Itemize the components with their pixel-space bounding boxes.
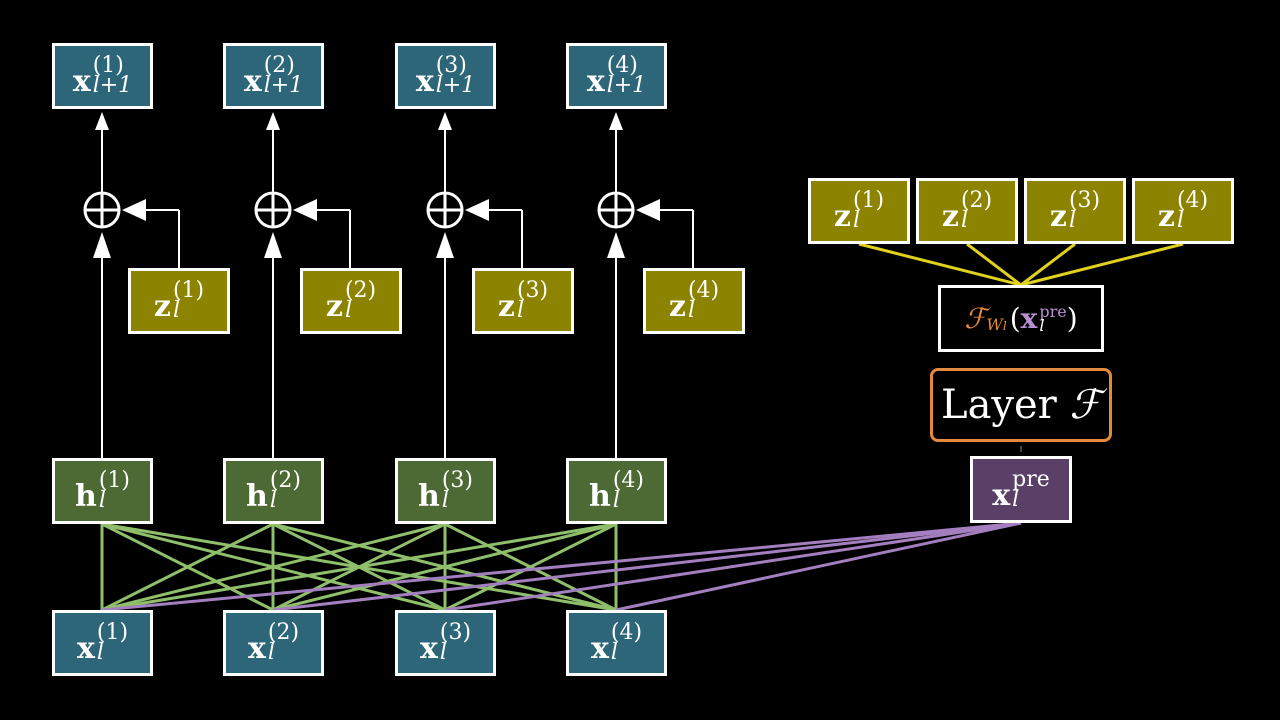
arrowhead-left-2 xyxy=(293,199,317,221)
x-in-node-3: x(3)l xyxy=(395,610,496,676)
z-side-node-3: z(3)l xyxy=(472,268,574,334)
residual-arrows xyxy=(83,112,694,458)
h-node-3: h(3)l xyxy=(395,458,496,524)
x-in-node-1: x(1)l xyxy=(52,610,153,676)
arrowhead-left-4 xyxy=(636,199,660,221)
x-out-node-3: x(3)l+1 xyxy=(395,43,496,109)
x-in-node-4: x(4)l xyxy=(566,610,667,676)
x-out-node-4: x(4)l+1 xyxy=(566,43,667,109)
arrowhead-left-1 xyxy=(122,199,146,221)
z-top-node-1: z(1)l xyxy=(808,178,910,244)
arrowhead-out-4 xyxy=(609,112,623,130)
edge-f-z1 xyxy=(858,242,1022,287)
function-to-z-edges xyxy=(858,242,1184,452)
edge-h3-x1 xyxy=(101,522,446,612)
symbol: x xyxy=(415,64,434,99)
h-node-1: h(1)l xyxy=(52,458,153,524)
layer-box: Layer ℱ xyxy=(930,368,1112,442)
h-to-x-edges xyxy=(100,522,618,612)
z-top-node-2: z(2)l xyxy=(916,178,1018,244)
z-side-node-2: z(2)l xyxy=(300,268,402,334)
arrowhead-out-2 xyxy=(266,112,280,130)
edge-xpre-x3 xyxy=(444,521,1022,612)
edge-f-z2 xyxy=(966,242,1022,287)
x-out-node-2: x(2)l+1 xyxy=(223,43,324,109)
edge-xpre-x1 xyxy=(101,521,1022,612)
arrowhead-out-1 xyxy=(95,112,109,130)
h-node-4: h(4)l xyxy=(566,458,667,524)
arrowhead-out-3 xyxy=(438,112,452,130)
edge-xpre-x2 xyxy=(272,521,1022,612)
edge-h4-x2 xyxy=(272,522,617,612)
arrowhead-up-3 xyxy=(436,232,454,258)
arrowhead-up-4 xyxy=(607,232,625,258)
x-out-node-1: x(1)l+1 xyxy=(52,43,153,109)
edge-f-z4 xyxy=(1020,242,1184,287)
z-side-node-4: z(4)l xyxy=(643,268,745,334)
h-node-2: h(2)l xyxy=(223,458,324,524)
z-top-node-4: z(4)l xyxy=(1132,178,1234,244)
z-side-node-1: z(1)l xyxy=(128,268,230,334)
edge-xpre-x4 xyxy=(615,521,1022,612)
symbol: x xyxy=(243,64,262,99)
arrowhead-up-2 xyxy=(264,232,282,258)
edge-h2-x1 xyxy=(101,522,274,612)
edge-h4-x3 xyxy=(444,522,617,612)
edge-h4-x1 xyxy=(101,522,617,612)
xpre-to-x-edges xyxy=(101,521,1022,612)
symbol: x xyxy=(72,64,91,99)
arrowhead-up-1 xyxy=(93,232,111,258)
z-top-node-3: z(3)l xyxy=(1024,178,1126,244)
symbol: x xyxy=(586,64,605,99)
arrowhead-left-3 xyxy=(465,199,489,221)
edge-f-z3 xyxy=(1020,242,1076,287)
x-in-node-2: x(2)l xyxy=(223,610,324,676)
